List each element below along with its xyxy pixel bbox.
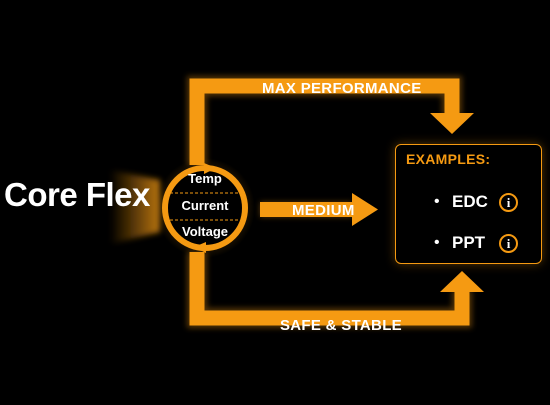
middle-flow-path (260, 193, 378, 226)
bottom-arrow-head (440, 271, 484, 292)
top-flow-path (187, 76, 474, 165)
diagram-title: Core Flex (4, 176, 150, 213)
dial-item-current: Current (181, 198, 229, 213)
info-icon[interactable]: i (499, 234, 518, 253)
input-beam (110, 170, 160, 244)
dial-item-voltage: Voltage (182, 224, 228, 239)
examples-box: EXAMPLES: • EDC i • PPT i (395, 144, 542, 264)
bullet: • (434, 193, 440, 210)
bullet: • (434, 234, 440, 251)
info-icon[interactable]: i (499, 193, 518, 212)
top-arrow-head (430, 113, 474, 134)
middle-flow-label: MEDIUM (292, 202, 355, 219)
example-label-edc: EDC (452, 192, 488, 211)
dial-arrow-bottom (194, 242, 206, 253)
examples-heading: EXAMPLES: (406, 151, 491, 167)
bottom-flow-label: SAFE & STABLE (280, 317, 402, 334)
example-label-ppt: PPT (452, 233, 486, 252)
dial-item-temp: Temp (188, 171, 222, 186)
middle-arrow-head (352, 193, 378, 226)
dial (155, 158, 255, 258)
top-flow-label: MAX PERFORMANCE (262, 80, 422, 97)
bottom-flow-path (187, 252, 484, 328)
dial-arrow-top (204, 163, 216, 174)
